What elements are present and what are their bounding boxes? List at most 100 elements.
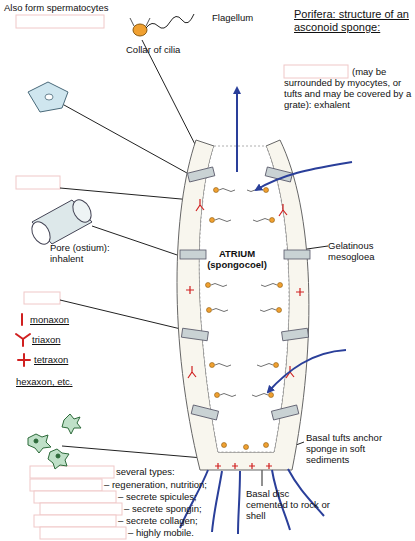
- part-label: – secrete spongin;: [124, 503, 244, 514]
- mesogloea-spicule-part: [196, 199, 204, 211]
- leader-line-part: [60, 300, 185, 330]
- sponge-body-part: [177, 140, 309, 470]
- spicule-symbol-part: [16, 334, 30, 346]
- flagella-lining-part: [260, 309, 276, 312]
- choanocyte-lining-part: [269, 393, 274, 398]
- blank-label-box-part: [40, 503, 122, 515]
- part-label: Flagellum: [212, 12, 272, 23]
- pore-channel-part: [282, 328, 309, 341]
- pore-channel-part: [284, 250, 310, 259]
- choanocyte-lining-part: [277, 308, 282, 313]
- diagram-title: Porifera: structure of an asconoid spong…: [294, 8, 414, 34]
- choanocyte-lining-part: [206, 283, 211, 288]
- flagella-lining-part: [211, 284, 227, 287]
- mesogloea-spicule-part: [215, 463, 272, 469]
- water-flow-arrow-part: [256, 162, 352, 190]
- spicule-symbol-part: [21, 314, 23, 325]
- basal-tuft-part: [238, 471, 240, 534]
- choanocyte-lining-part: [207, 308, 212, 313]
- part-label: (may be surrounded by myocytes, or tufts…: [284, 66, 412, 110]
- flagella-lining-part: [212, 309, 228, 312]
- pinacocyte-cell: [28, 82, 68, 112]
- blank-label-box-part: [16, 15, 104, 28]
- part-label: – secrete spicules;: [118, 491, 238, 502]
- sponge-body-part: [199, 146, 289, 452]
- pore-channel-part: [181, 328, 208, 341]
- choanocyte-lining-part: [210, 218, 215, 223]
- pore-channel: [180, 167, 310, 420]
- part-label: ATRIUM (spongocoel): [202, 248, 272, 270]
- mesogloea-spicule-part: [188, 366, 196, 378]
- flagella-lining-part: [215, 364, 231, 367]
- flagella-lining-part: [215, 219, 231, 222]
- choanocyte-lining-part: [274, 363, 279, 368]
- spicule-symbol: [16, 314, 30, 366]
- blank-label-box-part: [40, 527, 126, 539]
- part-label: Gelatinous mesogloea: [328, 240, 408, 262]
- choanocyte-lining-part: [222, 443, 227, 448]
- basal-tuft-part: [212, 471, 222, 532]
- amoebocyte-cell-part: [28, 434, 51, 453]
- choanocyte-cell-part: [130, 18, 150, 26]
- amoebocyte-cell: [28, 414, 81, 469]
- choanocyte-cell-part: [133, 24, 147, 36]
- leader-line-part: [55, 100, 196, 178]
- part-label: Basal tufts anchor sponge in soft sedime…: [306, 432, 410, 465]
- leader-line-part: [62, 446, 203, 458]
- part-label: Basal disc cemented to rock or shell: [246, 488, 332, 521]
- leader-line-part: [142, 40, 203, 160]
- leader-line-part: [60, 188, 192, 200]
- pore-channel-part: [180, 250, 206, 259]
- porocyte-cylinder: [28, 197, 95, 248]
- porocyte-cylinder-part: [69, 197, 95, 226]
- amoebocyte-cell-part: [62, 414, 81, 434]
- part-label: Collar of cilia: [126, 44, 206, 55]
- water-flow-arrow-part: [236, 88, 238, 172]
- flagella-lining-part: [220, 394, 236, 397]
- blank-label-box-part: [30, 466, 114, 478]
- choanocyte-lining-part: [214, 188, 219, 193]
- blank-label-box-part: [30, 479, 102, 491]
- part-label: monaxon: [30, 314, 90, 325]
- choanocyte-cell-part: [146, 14, 194, 28]
- part-label: – regeneration, nutrition;: [104, 479, 244, 490]
- mesogloea-spicule-part: [296, 288, 304, 296]
- part-label: several types:: [116, 466, 206, 477]
- flagella-lining-part: [252, 394, 268, 397]
- pore-channel-part: [191, 405, 218, 420]
- leader-line-part: [262, 470, 263, 486]
- pore-channel-part: [271, 405, 298, 420]
- flagella-lining-part: [261, 284, 277, 287]
- amoebocyte-cell-part: [48, 449, 69, 469]
- choanocyte-cell: [130, 14, 194, 36]
- pinacocyte-cell-part: [28, 82, 68, 112]
- flagella-lining-part: [247, 189, 263, 192]
- spicule-symbol-part: [18, 354, 30, 366]
- choanocyte-lining-part: [210, 363, 215, 368]
- choanocyte-lining-part: [270, 218, 275, 223]
- pinacocyte-cell-part: [45, 94, 53, 100]
- sponge-body: [177, 140, 309, 470]
- part-label: Pore (ostium): inhalent: [50, 242, 140, 264]
- flagella-lining-part: [219, 189, 235, 192]
- choanocyte-lining-part: [278, 283, 283, 288]
- blank-label-box-part: [16, 176, 60, 189]
- part-label: Also form spermatocytes: [4, 2, 134, 13]
- water-flow-arrow-part: [268, 350, 346, 392]
- choanocyte-lining: [206, 188, 283, 450]
- mesogloea-spicule-part: [279, 204, 287, 216]
- mesogloea-spicule: [186, 199, 304, 469]
- choanocyte-lining-part: [264, 188, 269, 193]
- choanocyte-lining-part: [264, 443, 269, 448]
- part-label: triaxon: [32, 334, 92, 345]
- part-label: – secrete collagen;: [118, 515, 238, 526]
- blank-label-box-part: [34, 515, 116, 527]
- flagella-lining: [211, 189, 277, 397]
- part-label: – highly mobile.: [128, 527, 248, 538]
- amoebocyte-cell-part: [56, 454, 60, 458]
- part-label: hexaxon, etc.: [16, 376, 96, 387]
- flagella-lining-part: [253, 219, 269, 222]
- blank-label-box-part: [24, 292, 60, 304]
- blank-label-box-part: [34, 491, 116, 503]
